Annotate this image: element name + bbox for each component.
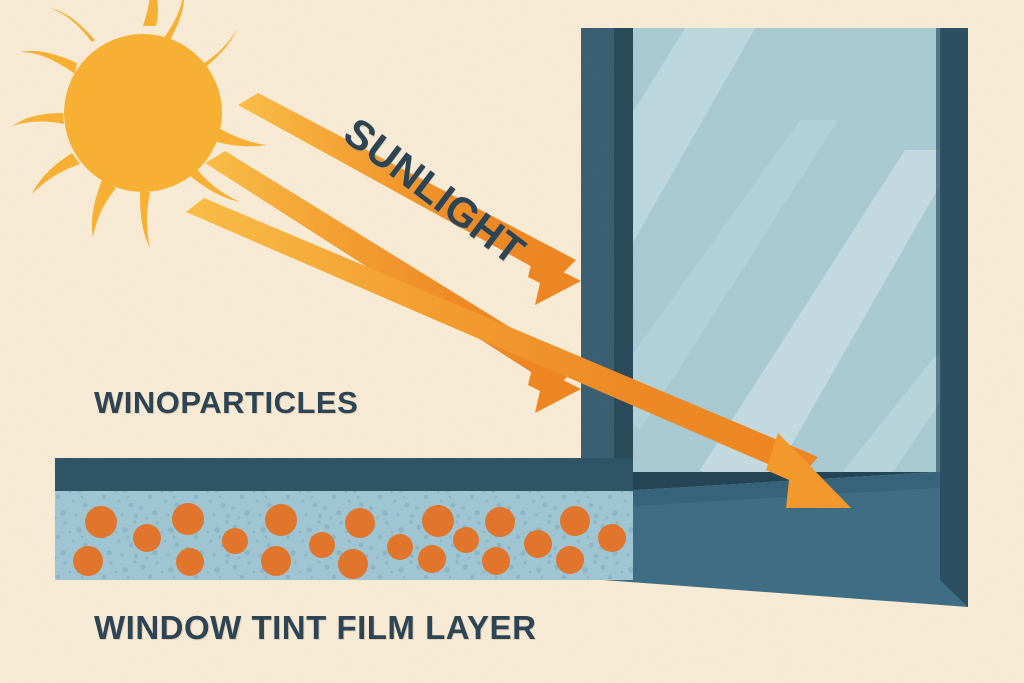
particle <box>309 532 335 558</box>
particle <box>387 534 413 560</box>
particle <box>560 506 590 536</box>
label-window-tint-film-layer: WINDOW TINT FILM LAYER <box>94 609 537 646</box>
particle <box>418 545 446 573</box>
particle <box>598 524 626 552</box>
particle <box>176 548 204 576</box>
particle <box>172 503 204 535</box>
particle <box>345 508 375 538</box>
window-tint-film-layer <box>55 458 633 580</box>
window-frame-right-edge <box>936 28 941 472</box>
particle <box>556 546 584 574</box>
sun-disc <box>64 34 222 192</box>
particle <box>485 507 515 537</box>
window-frame-left-inner <box>614 28 633 490</box>
window-frame-right <box>940 28 968 607</box>
particle <box>265 504 297 536</box>
window-frame-left-outer <box>581 28 614 490</box>
particle <box>453 527 479 553</box>
particle <box>422 505 454 537</box>
particle <box>85 506 117 538</box>
particle <box>261 546 291 576</box>
particle <box>482 547 510 575</box>
film-top-bar <box>55 458 633 491</box>
particle <box>524 530 552 558</box>
particle <box>338 549 368 579</box>
label-winoparticles: WINOPARTICLES <box>94 385 359 420</box>
particle <box>73 546 103 576</box>
particle <box>133 524 161 552</box>
particle <box>222 528 248 554</box>
